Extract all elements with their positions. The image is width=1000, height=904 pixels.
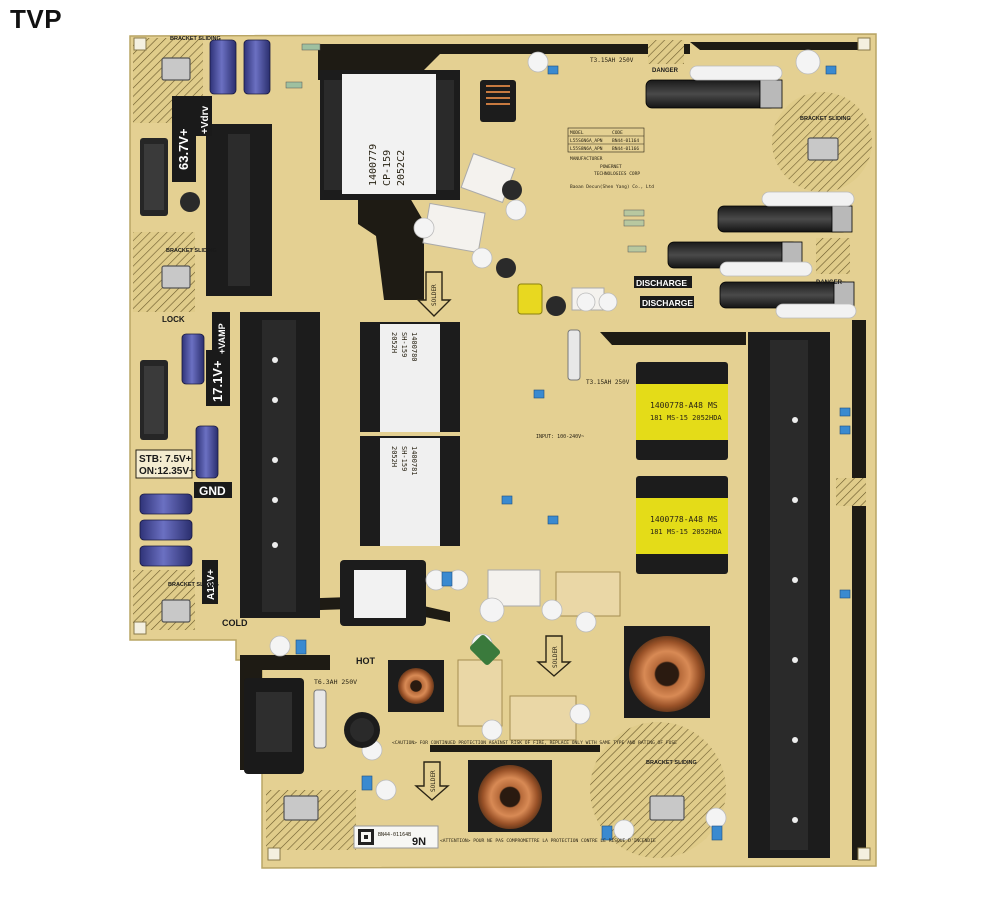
rail-63v: 63.7V+	[176, 128, 191, 170]
stb-box: STB: 7.5V+ ON:12.35V+	[135, 449, 195, 479]
mt-h1: MODEL	[570, 130, 584, 136]
blue-caps	[295, 65, 851, 841]
sticker-rev: 9N	[412, 836, 426, 848]
solder-label-1: SOLDER	[431, 284, 438, 306]
transformer-main-text: 1400779 CP-159 2052C2	[368, 144, 407, 186]
mt-h2: CODE	[612, 130, 623, 136]
fuse-main-rating: T6.3AH 250V	[314, 678, 357, 686]
resistors	[285, 43, 647, 253]
transformer-stack-text: 1400780 SH-159 2052H 1400781 SH-159 2052…	[390, 332, 418, 476]
mf-4: Baoan Decun(Shen Yang) Co., Ltd	[570, 184, 654, 190]
transformer-stack	[360, 322, 460, 546]
solder-label-3: SOLDER	[430, 770, 437, 792]
stb-line-2: ON:12.35V+	[139, 466, 195, 477]
attention-text: <ATTENTION> POUR NE PAS COMPROMETTRE LA …	[440, 838, 656, 844]
fuses	[313, 329, 581, 749]
mt-r2b: BN44-01166	[612, 146, 639, 152]
model-table: MODEL CODE L55S6N6A_APN BN44-01164 L55S8…	[567, 127, 645, 153]
bracket-label-1: BRACKET SLIDING	[170, 36, 221, 42]
rail-vdrv: +Vdrv	[200, 105, 211, 134]
rail-gnd: GND	[199, 484, 226, 498]
rail-labels: 63.7V+ +Vdrv 17.1V+ +VAMP GND A13V+	[172, 96, 232, 604]
hot-label: HOT	[356, 656, 376, 666]
barcode-sticker	[353, 825, 439, 849]
misc-components	[180, 180, 566, 748]
rail-17v: 17.1V+	[210, 360, 225, 402]
danger-label-2: DANGER	[652, 68, 679, 74]
ts-a-2: SH-159	[400, 332, 408, 357]
bracket-label-4: BRACKET SLIDING	[800, 116, 851, 122]
mf-3: TECHNOLOGIES CORP	[594, 171, 640, 177]
ts-b-2: SH-159	[400, 446, 408, 471]
rail-vamp: +VAMP	[217, 323, 227, 354]
bracket-clips	[161, 57, 839, 821]
bracket-label-5: BRACKET SLIDING	[646, 760, 697, 766]
ty-b-2: MS	[708, 515, 718, 524]
zone-labels: HOT COLD LOCK DANGER DANGER BRACKET SLID…	[162, 36, 851, 766]
input-rating: INPUT: 100-240V~	[536, 434, 584, 440]
transformer-yellow-text: 1400778-A48 MS 181 MS-15 2052HDA 1400778…	[650, 401, 722, 536]
fuse-small-rating: T3.15AH 250V	[586, 379, 630, 386]
stb-line-1: STB: 7.5V+	[139, 454, 192, 465]
ac-input-connector	[244, 678, 304, 774]
discharge-label-2: DISCHARGE	[642, 298, 693, 308]
ty-b-3: 181 MS-15 2052HDA	[650, 528, 722, 536]
ts-a-3: 2052H	[390, 332, 398, 353]
capacitor-sleeves	[689, 65, 857, 319]
mt-r2a: L55S8N6A_APN	[570, 146, 603, 152]
solder-label-2: SOLDER	[552, 646, 559, 668]
mf-1: MANUFACTURER	[570, 156, 603, 162]
ts-b-3: 2052H	[390, 446, 398, 467]
left-connectors	[140, 138, 168, 440]
tm-line-3: 2052C2	[396, 150, 407, 186]
mf-2: POWERNET	[600, 164, 622, 170]
solder-markers	[414, 271, 572, 801]
inductor-small	[480, 80, 516, 122]
lock-label: LOCK	[162, 315, 185, 324]
cold-label: COLD	[222, 618, 248, 628]
transformer-aux	[340, 560, 426, 626]
heatsinks	[206, 124, 830, 858]
transformer-main	[320, 70, 460, 200]
transformer-yellow	[636, 362, 728, 574]
ty-a-1: 1400778-A48	[650, 401, 703, 410]
tm-line-2: CP-159	[382, 150, 393, 186]
x-capacitors	[457, 571, 621, 741]
bracket-label-3: BRACKET SLIDING	[168, 582, 219, 588]
ty-b-1: 1400778-A48	[650, 515, 703, 524]
mt-r1b: BN44-01164	[612, 138, 639, 144]
discharge-labels: DISCHARGE DISCHARGE	[634, 276, 694, 308]
rail-a13: A13V+	[206, 569, 217, 600]
bracket-label-2: BRACKET SLIDING	[166, 248, 217, 254]
tm-line-1: 1400779	[368, 144, 379, 186]
ty-a-2: MS	[708, 401, 718, 410]
danger-label-1: DANGER	[816, 280, 843, 286]
ts-b-1: 1400781	[410, 446, 418, 476]
ty-a-3: 181 MS-15 2052HDA	[650, 414, 722, 422]
brand-title: TVP	[10, 4, 63, 34]
capacitors-blue	[139, 39, 271, 567]
fuse-top-rating: T3.15AH 250V	[590, 57, 634, 64]
ts-a-1: 1400780	[410, 332, 418, 362]
mt-r1a: L55S6N6A_APN	[570, 138, 603, 144]
mounting-pads	[133, 37, 871, 861]
ceramic-boxes	[422, 152, 605, 607]
chokes	[388, 626, 710, 832]
fuse-ratings: T6.3AH 250V T3.15AH 250V T3.15AH 250V	[314, 57, 634, 686]
sticker-code: BN44-01164B	[378, 832, 411, 838]
caution-text: <CAUTION> FOR CONTINUED PROTECTION AGAIN…	[392, 740, 677, 746]
discharge-label-1: DISCHARGE	[636, 278, 687, 288]
manufacturer-block: MANUFACTURER POWERNET TECHNOLOGIES CORP …	[570, 156, 654, 190]
